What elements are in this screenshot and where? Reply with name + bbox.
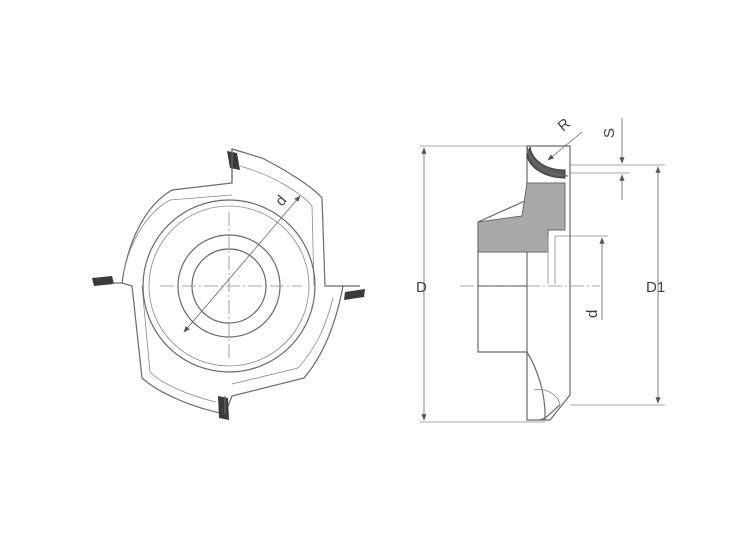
S-label: S — [601, 128, 618, 138]
bottom-tip — [539, 404, 561, 421]
bore-diameter-dimension — [183, 195, 301, 333]
body-relief-line — [231, 297, 334, 385]
side-carbide-tip — [526, 146, 566, 179]
cutter-outline — [121, 148, 344, 415]
R-label: R — [555, 115, 574, 135]
carbide-tip-bottom — [218, 396, 229, 420]
front-view: d — [92, 148, 365, 420]
carbide-tip-left — [92, 276, 114, 286]
carbide-tip-top — [227, 151, 240, 170]
D1-label: D1 — [646, 279, 665, 296]
body-relief-line — [239, 165, 315, 287]
bottom-profile-curve — [533, 389, 561, 406]
side-view: D D1 d S R — [416, 115, 665, 423]
d-side-label: d — [584, 310, 601, 318]
D-label: D — [416, 279, 427, 296]
body-relief-line — [123, 194, 233, 273]
carbide-tip-right — [344, 289, 365, 300]
body-relief-line — [141, 285, 217, 403]
R-leader — [547, 131, 583, 161]
top-profile-curve — [526, 145, 569, 177]
bottom-profile-curve — [526, 351, 546, 421]
